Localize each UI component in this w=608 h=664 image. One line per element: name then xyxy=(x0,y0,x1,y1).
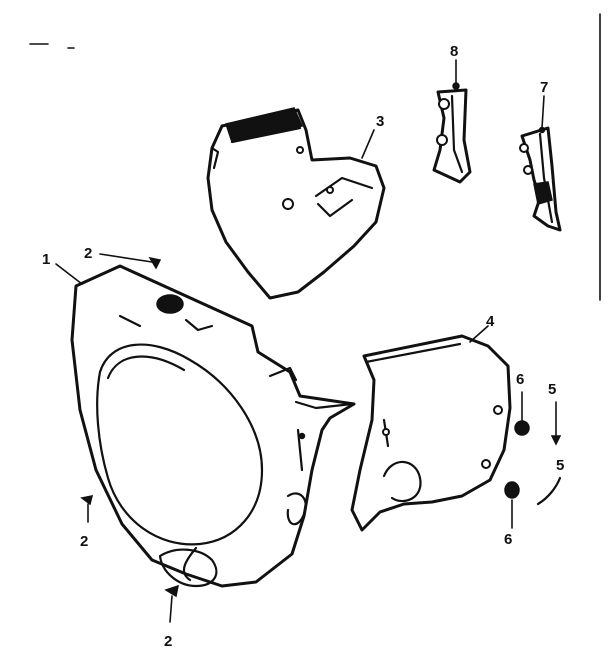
leader-cover xyxy=(361,129,375,159)
callout-nut-lower: 6 xyxy=(504,531,512,548)
nut-upper xyxy=(514,391,530,436)
clip-right xyxy=(536,476,562,506)
callout-housing: 1 xyxy=(42,251,50,268)
callout-screw-right: 5 xyxy=(548,381,556,398)
blower-housing-part xyxy=(70,264,356,588)
leader-housing xyxy=(55,263,83,285)
bracket-large-part xyxy=(432,59,472,184)
screw-bottom xyxy=(164,584,179,623)
callout-screw-bottom: 2 xyxy=(164,633,172,650)
callout-clip-right: 5 xyxy=(556,457,564,474)
side-shield-part xyxy=(350,334,512,532)
bracket-small-part xyxy=(519,95,562,232)
callout-labels: 1 2 2 2 3 4 5 5 6 6 7 8 xyxy=(42,43,564,650)
blower-cover-part xyxy=(206,107,386,300)
callout-cover: 3 xyxy=(376,113,384,130)
nut-lower xyxy=(504,481,520,529)
hardware xyxy=(55,129,562,623)
leader-shield xyxy=(469,325,489,343)
screw-right xyxy=(550,401,562,446)
callout-bracket-small: 7 xyxy=(540,79,548,96)
callout-screw-left: 2 xyxy=(80,533,88,550)
screw-left xyxy=(80,495,94,523)
callout-side-shield: 4 xyxy=(486,313,495,330)
callout-bracket-large: 8 xyxy=(450,43,458,60)
callout-nut-upper: 6 xyxy=(516,371,524,388)
screw-top xyxy=(99,253,162,270)
callout-screw-top: 2 xyxy=(84,245,92,262)
print-marks xyxy=(29,13,601,301)
